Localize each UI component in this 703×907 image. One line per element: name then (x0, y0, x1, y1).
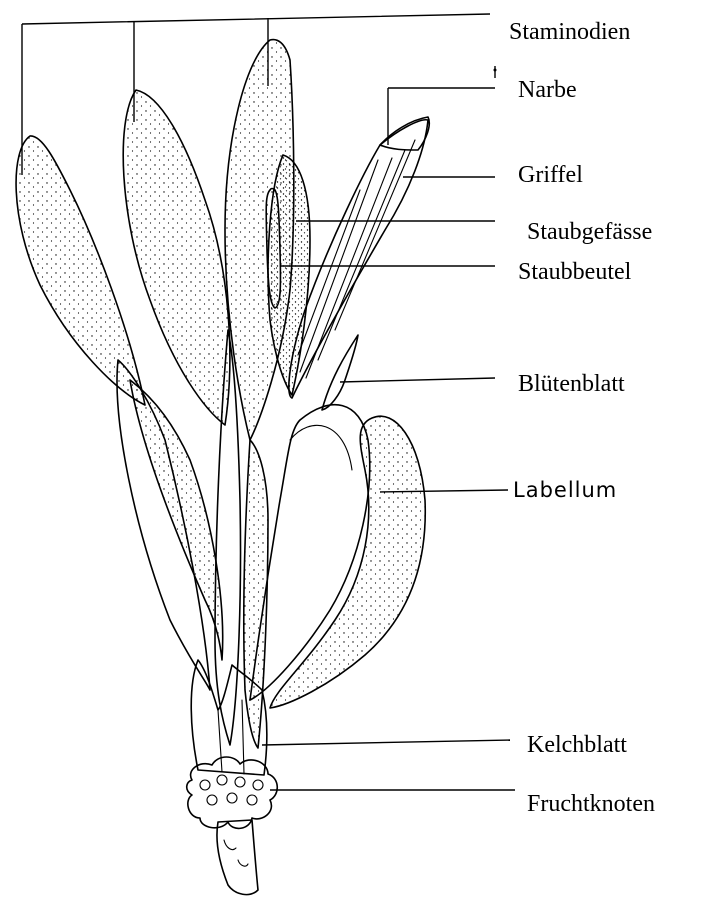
label-fruchtknoten: Fruchtknoten (527, 792, 655, 816)
label-labellum: Labellum (513, 480, 617, 501)
label-staubbeutel: Staubbeutel (518, 260, 631, 284)
labellum (270, 416, 425, 708)
label-griffel: Griffel (518, 163, 583, 187)
petal (322, 335, 358, 410)
label-staminodien: Staminodien (509, 20, 630, 44)
label-staubgefaesse: Staubgefässe (527, 220, 652, 244)
flower-illustration (16, 40, 429, 895)
tepal-left-inner (130, 380, 223, 660)
leader-narbe (388, 66, 495, 145)
label-kelchblatt: Kelchblatt (527, 733, 627, 757)
label-narbe: Narbe (518, 78, 577, 102)
leader-bluetenblatt (340, 378, 495, 382)
stem (217, 820, 258, 895)
staminode-middle (123, 90, 230, 425)
label-bluetenblatt: Blütenblatt (518, 372, 625, 396)
leader-kelchblatt (262, 740, 510, 745)
